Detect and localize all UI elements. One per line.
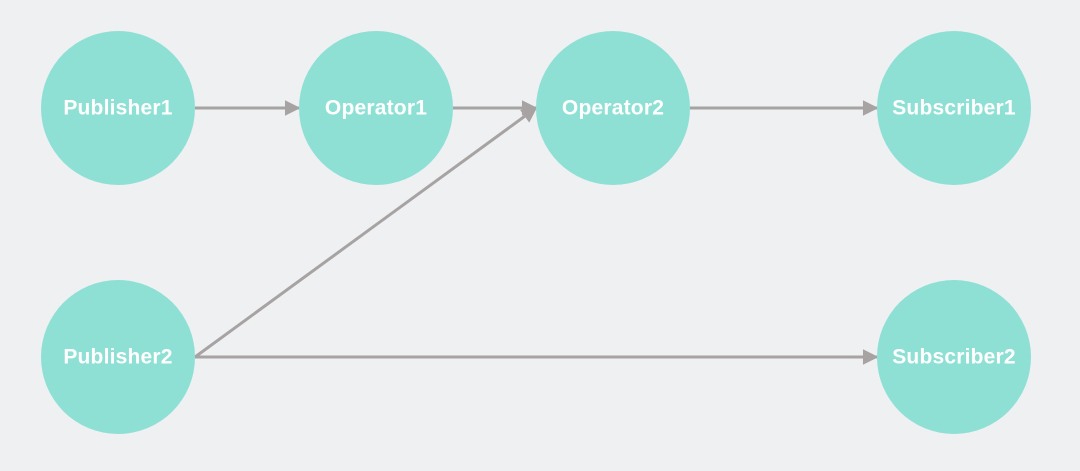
node-circle-publisher2[interactable]	[41, 280, 195, 434]
node-publisher1[interactable]: Publisher1	[41, 31, 195, 185]
node-circle-operator1[interactable]	[299, 31, 453, 185]
node-operator1[interactable]: Operator1	[299, 31, 453, 185]
node-publisher2[interactable]: Publisher2	[41, 280, 195, 434]
node-circle-subscriber2[interactable]	[877, 280, 1031, 434]
node-circle-subscriber1[interactable]	[877, 31, 1031, 185]
node-subscriber1[interactable]: Subscriber1	[877, 31, 1031, 185]
node-subscriber2[interactable]: Subscriber2	[877, 280, 1031, 434]
node-circle-operator2[interactable]	[536, 31, 690, 185]
edges-layer	[194, 100, 879, 365]
node-operator2[interactable]: Operator2	[536, 31, 690, 185]
node-circle-publisher1[interactable]	[41, 31, 195, 185]
edge-publisher2-operator2	[194, 106, 538, 359]
